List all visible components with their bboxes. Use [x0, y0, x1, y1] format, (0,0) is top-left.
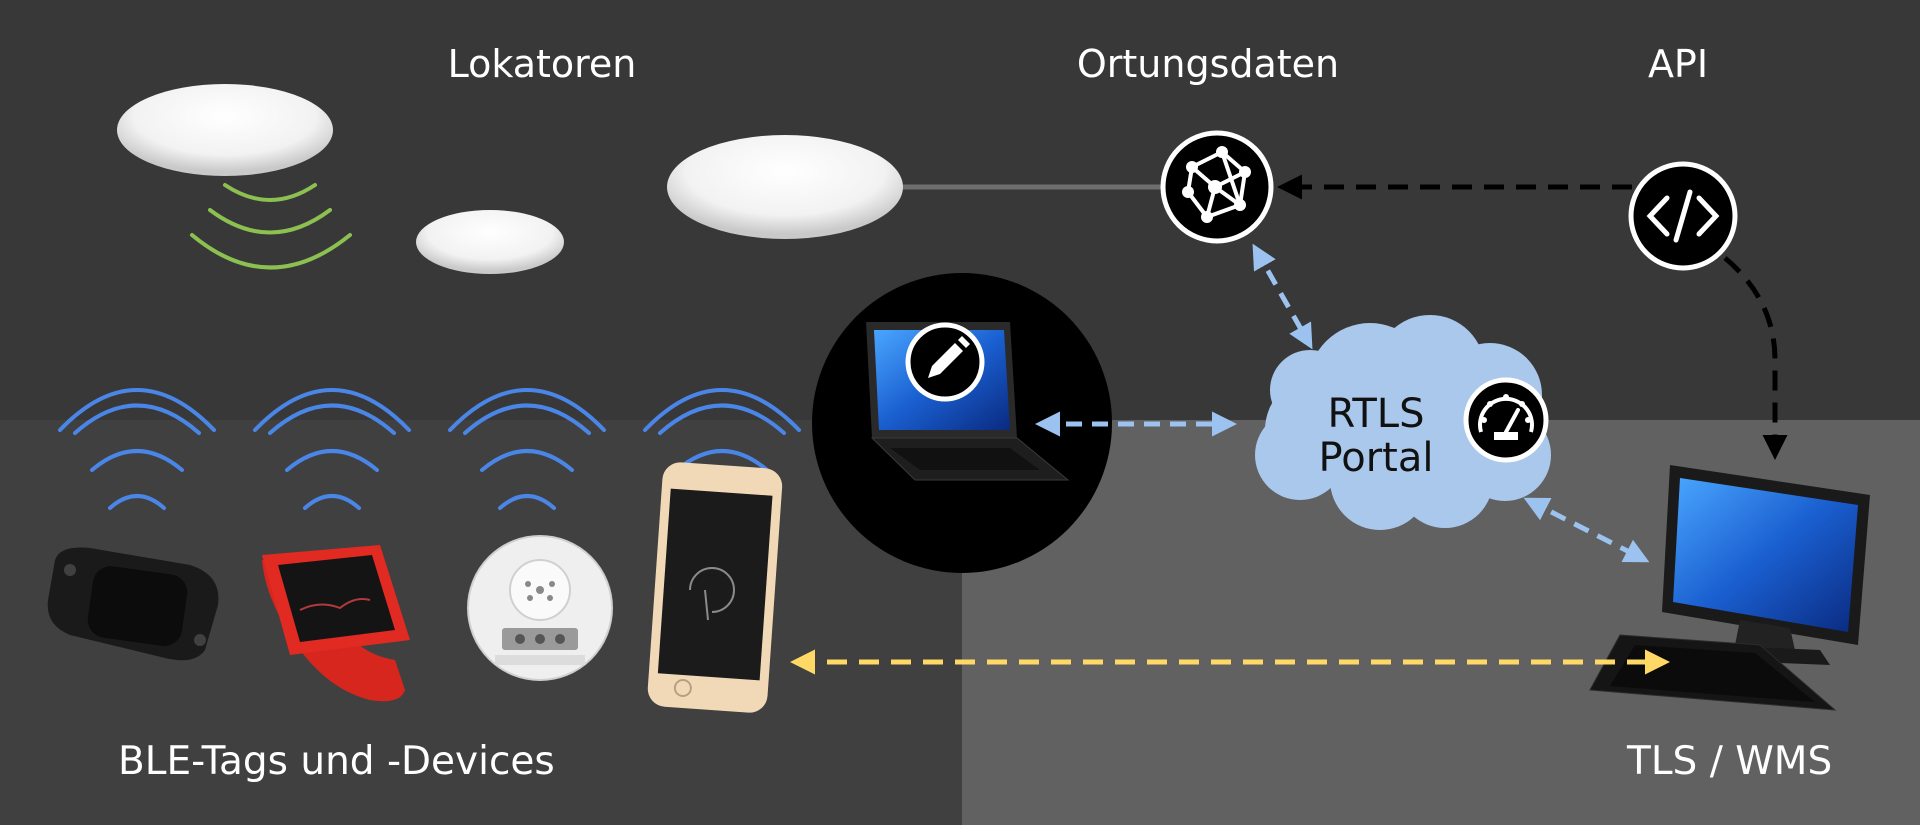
arrow-api-to-desktop	[1723, 256, 1788, 460]
rtls-portal-label: RTLS Portal	[1319, 392, 1434, 480]
ble-waves-2	[253, 388, 411, 510]
label-lokatoren: Lokatoren	[447, 42, 637, 86]
arrow-cloud-desktop	[1523, 497, 1650, 563]
label-api: API	[1647, 42, 1709, 86]
label-ble-devices: BLE-Tags und -Devices	[118, 739, 555, 784]
rtls-portal-line1: RTLS	[1327, 391, 1425, 437]
locator-3	[667, 135, 1165, 239]
gauge-icon	[1463, 377, 1549, 463]
label-tls-wms: TLS / WMS	[1627, 739, 1833, 784]
smartphone	[647, 462, 783, 713]
locator-1	[117, 84, 333, 176]
arrow-network-cloud	[1252, 243, 1313, 350]
network-icon	[1160, 130, 1274, 244]
ble-waves-1	[58, 388, 216, 510]
label-ortungsdaten: Ortungsdaten	[1076, 42, 1340, 86]
ble-tag-black	[47, 547, 219, 661]
locator-signal-waves	[190, 183, 352, 270]
ble-device-white	[467, 535, 613, 681]
ble-waves-3	[448, 388, 606, 510]
locator-2	[416, 210, 564, 274]
pencil-icon	[905, 322, 985, 402]
ble-wristband-red	[262, 545, 410, 702]
rtls-portal-line2: Portal	[1318, 435, 1434, 481]
code-icon	[1628, 161, 1738, 271]
